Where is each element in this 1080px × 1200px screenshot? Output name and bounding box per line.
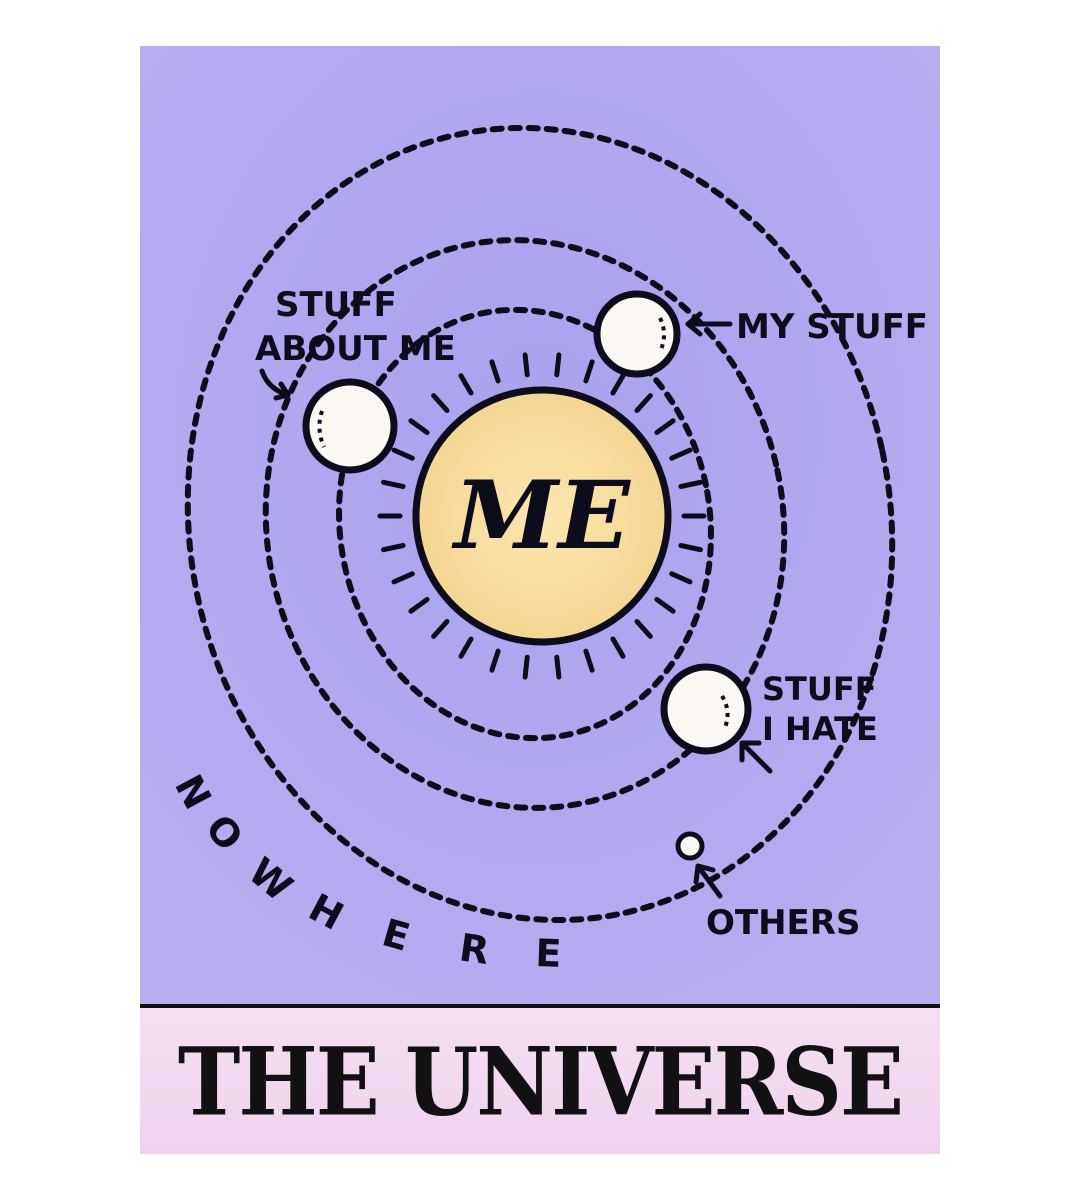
label-others: OTHERS	[706, 903, 860, 943]
planet-others	[675, 831, 705, 861]
sun-ray	[458, 636, 474, 659]
orbit-third	[184, 124, 896, 924]
arrow-stuff-about-me	[259, 368, 291, 401]
sun-ray	[522, 352, 530, 378]
sun-ray	[634, 393, 653, 413]
planet-stuff-i-hate	[660, 663, 752, 755]
sun-ray	[431, 393, 450, 413]
caption-bar: THE UNIVERSE	[140, 1004, 940, 1154]
sun-ray	[654, 597, 676, 614]
sun-me-label: ME	[451, 461, 631, 571]
sun-ray	[408, 418, 430, 435]
sun-ray	[669, 571, 693, 585]
sun-ray	[610, 636, 626, 659]
sun-ray	[669, 447, 693, 461]
sun-ray	[610, 373, 626, 396]
sun-ray	[458, 373, 474, 396]
orbit-second	[262, 237, 788, 811]
arrow-others	[693, 863, 723, 899]
caption-title: THE UNIVERSE	[177, 1025, 904, 1137]
sun-ray	[522, 654, 530, 680]
sun-ray	[678, 543, 703, 553]
label-stuff-i-hate-line1: STUFF	[762, 670, 877, 708]
sun-ray	[408, 597, 430, 614]
sun-ray	[678, 479, 703, 489]
label-stuff-i-hate-line2: I HATE	[762, 710, 878, 748]
sun-ray	[583, 359, 595, 384]
sun-me	[412, 386, 672, 646]
sun-ray	[381, 543, 406, 553]
label-my-stuff: MY STUFF	[736, 307, 928, 347]
planet-my-stuff	[593, 290, 681, 378]
universe-card: ME	[140, 46, 940, 1154]
label-stuff-about-me-line2: ABOUT ME	[255, 329, 456, 369]
nowhere-letter: R	[457, 925, 492, 973]
sun-ray	[554, 352, 562, 378]
sun-ray	[583, 648, 595, 673]
universe-diagram: ME	[140, 46, 940, 1004]
sun-ray	[391, 447, 415, 461]
sun-ray	[431, 619, 450, 639]
planet-stuff-about-me	[302, 378, 398, 474]
nowhere-letter: E	[535, 931, 562, 976]
sun-ray	[489, 359, 501, 384]
sun-ray	[391, 571, 415, 585]
sun-ray	[654, 418, 676, 435]
label-stuff-about-me-line1: STUFF	[275, 285, 397, 325]
arrow-stuff-i-hate	[739, 740, 773, 774]
orbit-inner	[336, 306, 714, 742]
sun-ray	[634, 619, 653, 639]
sun-ray	[489, 648, 501, 673]
sun-ray	[381, 479, 406, 489]
sun-ray	[554, 654, 562, 680]
arrow-my-stuff	[685, 311, 733, 337]
sun-rays	[377, 352, 707, 680]
